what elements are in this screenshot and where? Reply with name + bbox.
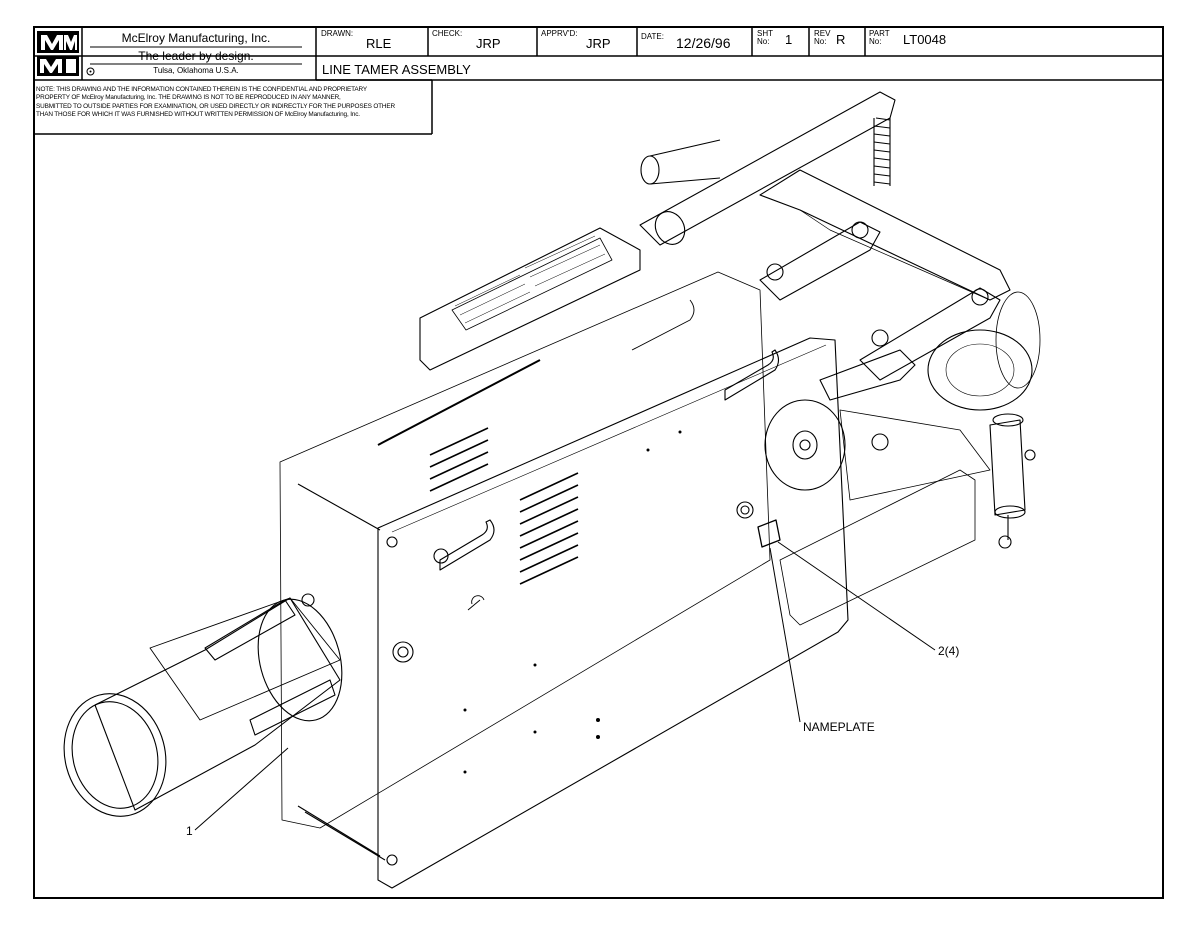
callout-nameplate: NAMEPLATE	[803, 720, 875, 734]
middle-arm	[859, 287, 1001, 381]
rear-plate	[279, 271, 771, 829]
leader-item-2	[777, 541, 936, 651]
sheet-value: 1	[785, 32, 793, 47]
leader-item-1	[194, 747, 289, 831]
funnel-mouth	[63, 693, 167, 817]
date-label: DATE:	[641, 32, 664, 41]
check-label: CHECK:	[432, 29, 463, 38]
vent-slots	[429, 427, 579, 585]
rev-label-1: REV	[814, 29, 831, 38]
drawn-label: DRAWN:	[321, 29, 354, 38]
top-handle-bar	[639, 91, 896, 246]
side-cylinder	[989, 419, 1026, 516]
tension-spring	[873, 117, 891, 185]
note-line: NOTE: THIS DRAWING AND THE INFORMATION C…	[36, 86, 367, 93]
leader-nameplate	[769, 547, 801, 723]
company-location: Tulsa, Oklahoma U.S.A.	[153, 66, 239, 75]
lower-roller	[764, 399, 846, 491]
rev-label-2: No:	[814, 37, 827, 46]
company-name: McElroy Manufacturing, Inc.	[121, 31, 271, 45]
part-label-1: PART	[869, 29, 890, 38]
upper-arm	[759, 221, 881, 301]
part-label-2: No:	[869, 37, 882, 46]
control-box	[419, 227, 641, 371]
drawn-value: RLE	[366, 36, 392, 51]
note-line: THAN THOSE FOR WHICH IT WAS FURNISHED WI…	[36, 111, 360, 119]
mmi-logo	[37, 31, 79, 76]
date-value: 12/26/96	[676, 35, 731, 51]
bolts	[386, 263, 1036, 866]
right-frame	[759, 169, 1011, 301]
sheet-label-2: No:	[757, 37, 770, 46]
side-channel	[149, 597, 341, 721]
callout-item-2: 2(4)	[938, 644, 960, 658]
nameplate	[757, 519, 781, 548]
rev-value: R	[836, 32, 846, 47]
location-target-icon	[86, 67, 95, 76]
tube-body	[94, 597, 341, 811]
check-value: JRP	[476, 36, 501, 51]
sheet-label-1: SHT	[757, 29, 773, 38]
note-line: SUBMITTED TO OUTSIDE PARTIES FOR EXAMINA…	[36, 102, 395, 110]
drawing-frame	[33, 26, 1164, 899]
callout-item-1: 1	[186, 824, 193, 838]
note-line: PROPERTY OF McElroy Manufacturing, Inc. …	[36, 94, 341, 102]
part-value: LT0048	[903, 32, 947, 47]
drawing-title: LINE TAMER ASSEMBLY	[322, 62, 471, 77]
main-side-plate	[377, 337, 849, 889]
approved-label: APPRV'D:	[541, 29, 578, 38]
upper-roller	[927, 329, 1033, 411]
confidentiality-note: NOTE: THIS DRAWING AND THE INFORMATION C…	[36, 86, 431, 120]
company-tagline: The leader by design.	[138, 49, 254, 63]
hand-slot	[439, 519, 495, 571]
approved-value: JRP	[586, 36, 611, 51]
